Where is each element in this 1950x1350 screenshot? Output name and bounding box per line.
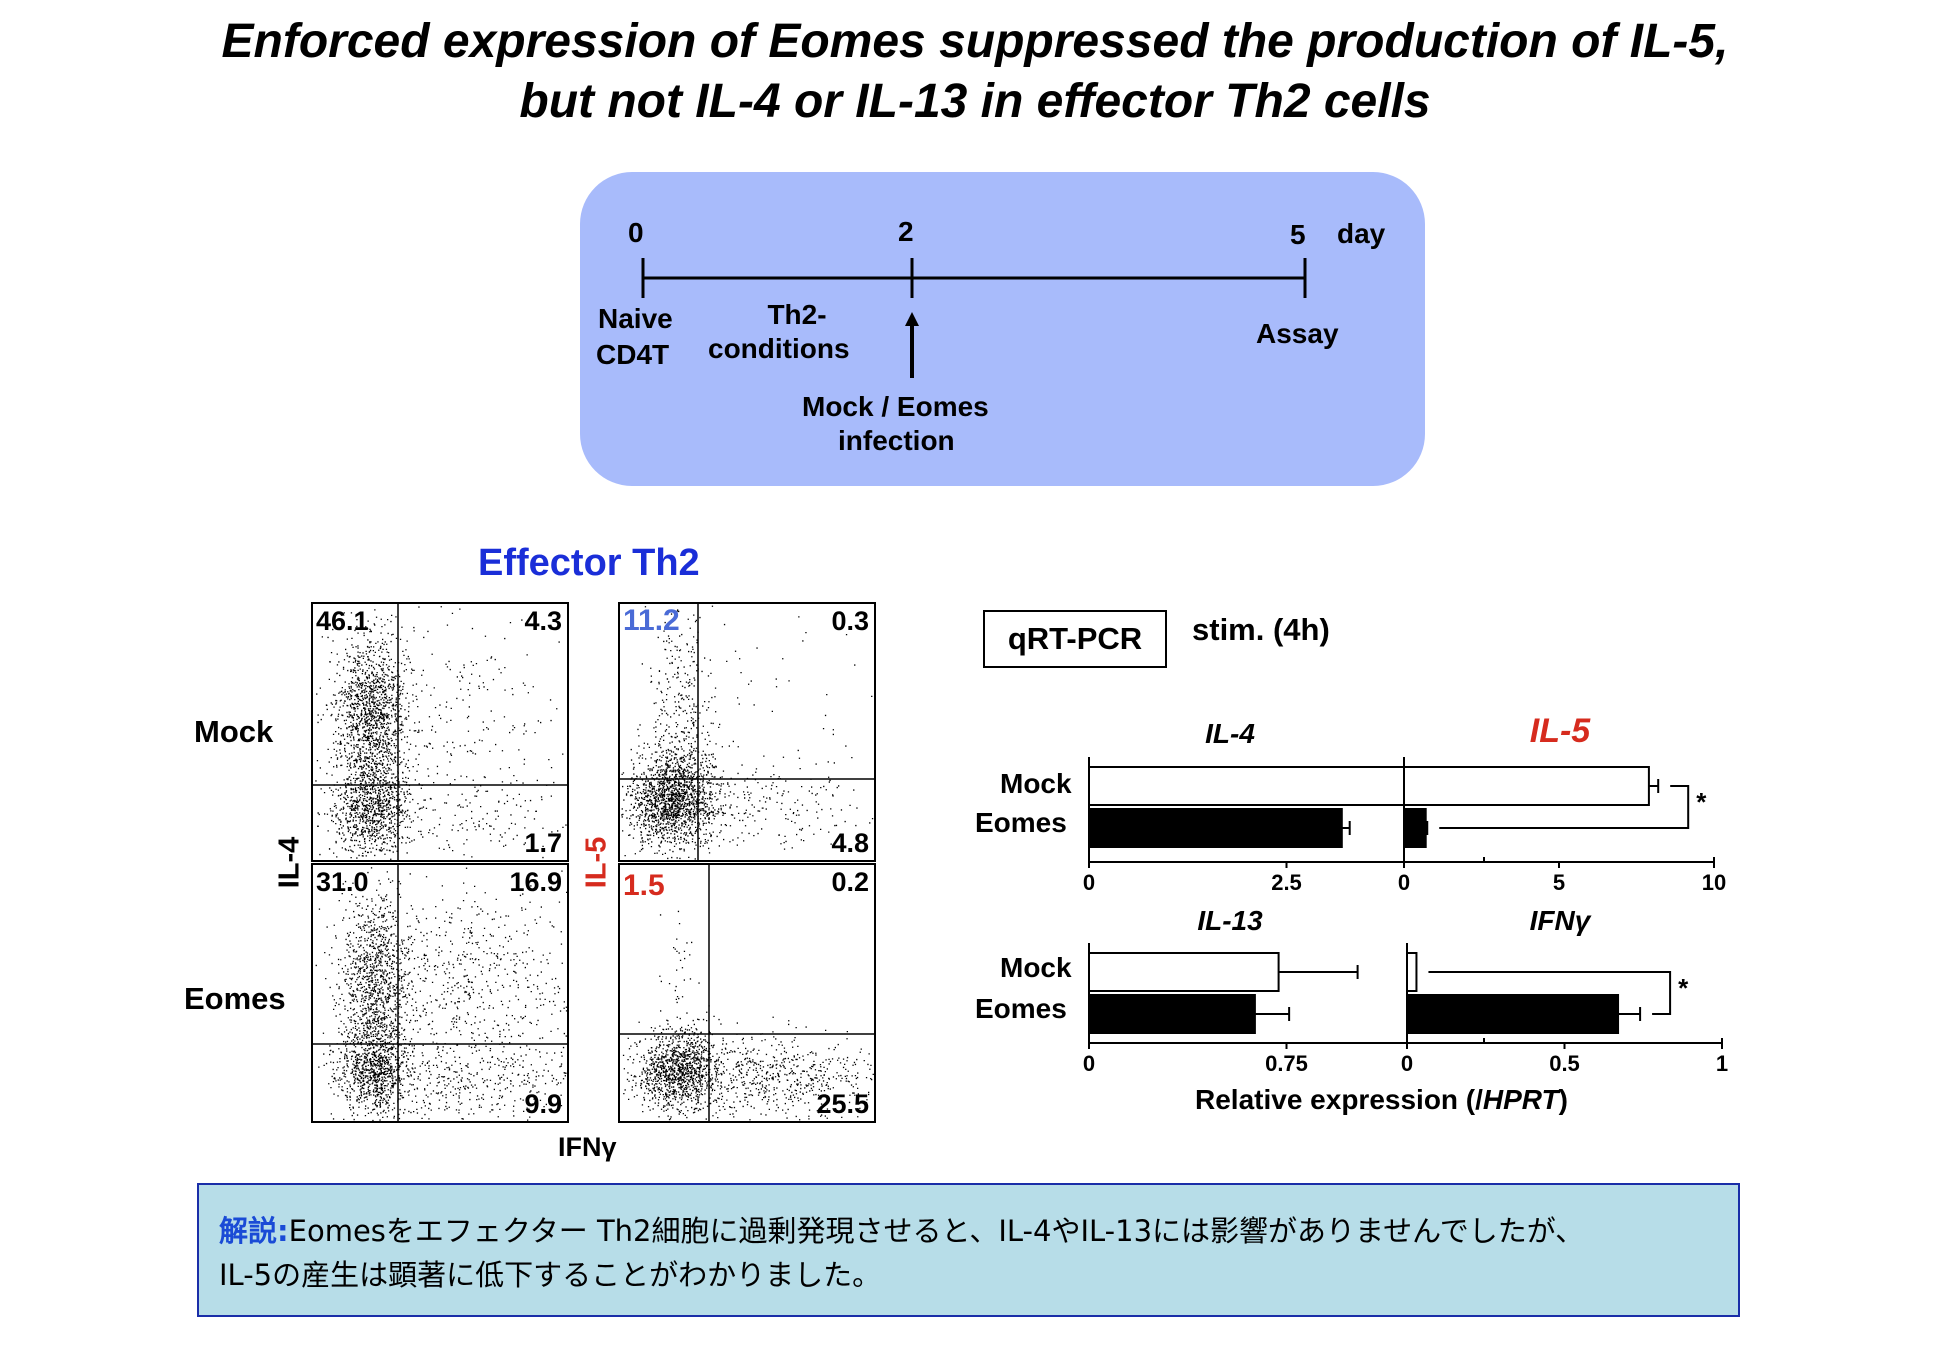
quadrant-ur: 4.3 (524, 606, 562, 636)
chart-title-il4: IL-4 (1205, 718, 1255, 749)
bar-row-label-mock-bottom: Mock (1000, 952, 1072, 983)
bar-mock (1406, 952, 1418, 992)
note-separator: : (277, 1214, 289, 1248)
timeline-day5: 5 (1290, 219, 1306, 250)
quadrant-lr: 4.8 (831, 828, 869, 858)
chart-title-il5: IL-5 (1529, 712, 1591, 750)
note-line-1: 解説:Eomesをエフェクター Th2細胞に過剰発現させると、IL-4やIL-1… (219, 1209, 1718, 1253)
timeline-start-label-2: CD4T (596, 339, 670, 370)
flow-panel-eomes-il4: 31.0 16.9 9.9 (311, 863, 569, 1123)
significance-bracket (1439, 785, 1690, 829)
explanation-note: 解説:Eomesをエフェクター Th2細胞に過剰発現させると、IL-4やIL-1… (197, 1183, 1740, 1317)
slide-title-line-1: Enforced expression of Eomes suppressed … (221, 15, 1729, 68)
infection-arrow-head (905, 312, 919, 326)
bar-mock (1088, 766, 1406, 806)
tick-label: 0.75 (1265, 1051, 1308, 1076)
tick-label: 0 (1400, 1051, 1414, 1076)
tick-label: 10 (1701, 870, 1727, 895)
timeline-axis (641, 258, 1307, 378)
quadrant-ur: 16.9 (509, 867, 562, 897)
chart-title-il13: IL-13 (1197, 905, 1263, 936)
flow-panel-eomes-il5: 1.5 0.2 25.5 (618, 863, 876, 1123)
flow-row-label-eomes: Eomes (184, 981, 286, 1016)
flow-x-axis-label: IFNγ (558, 1132, 617, 1162)
xlabel-gene: HPRT (1482, 1084, 1559, 1115)
tick-label: 0 (1082, 1051, 1096, 1076)
timeline-panel: 0 2 5 day Naive CD4T Th2- conditions Moc… (580, 172, 1425, 486)
significance-bracket (1428, 971, 1672, 1015)
quadrant-lr: 9.9 (524, 1089, 562, 1119)
timeline-infection-label-1: Mock / Eomes (802, 391, 989, 422)
chart-title-ifng: IFNγ (1529, 905, 1591, 936)
scatter-mock-il5 (621, 605, 874, 860)
quadrant-ur: 0.3 (831, 606, 869, 636)
quadrant-ur: 0.2 (831, 867, 869, 897)
slide-title-line-2: but not IL-4 or IL-13 in effector Th2 ce… (519, 75, 1431, 128)
bar-row-label-mock-top: Mock (1000, 768, 1072, 799)
bar-eomes (1406, 994, 1620, 1034)
significance-star: * (1678, 973, 1689, 1003)
bar-mock (1403, 766, 1650, 806)
note-label: 解説 (219, 1214, 278, 1248)
gate-lines (313, 604, 567, 860)
bar-mock (1088, 952, 1280, 992)
quadrant-lr: 1.7 (524, 828, 562, 858)
significance-star: * (1696, 787, 1707, 817)
quadrant-lr: 25.5 (816, 1089, 869, 1119)
tick-label: 0 (1397, 870, 1411, 895)
note-text-1: Eomesをエフェクター Th2細胞に過剰発現させると、IL-4やIL-13には… (288, 1214, 1585, 1248)
tick-label: 0 (1082, 870, 1096, 895)
bar-row-label-eomes-bottom: Eomes (975, 993, 1067, 1024)
timeline-infection-label-2: infection (838, 425, 955, 456)
flow-panel-mock-il5: 11.2 0.3 4.8 (618, 602, 876, 862)
quadrant-ul: 46.1 (316, 606, 369, 636)
tick-label: 2.5 (1271, 870, 1302, 895)
quadrant-ul: 31.0 (316, 867, 369, 897)
timeline-start-label-1: Naive (598, 303, 673, 334)
quadrant-ul: 11.2 (623, 604, 680, 637)
gate-lines (620, 865, 874, 1121)
scatter-eomes-il4 (315, 867, 567, 1121)
qpcr-label-box: qRT-PCR (983, 610, 1167, 668)
bar-eomes (1403, 808, 1427, 848)
xlabel-prefix: Relative expression (/ (1195, 1084, 1483, 1115)
tick-label: 5 (1552, 870, 1566, 895)
quadrant-ul: 1.5 (623, 869, 665, 902)
gate-lines (620, 604, 874, 860)
scatter-dots (323, 1008, 431, 1121)
bar-row-label-eomes-top: Eomes (975, 807, 1067, 838)
flow-row-label-mock: Mock (194, 714, 274, 749)
timeline-assay-label: Assay (1256, 318, 1339, 349)
gate-lines (313, 865, 567, 1121)
timeline-conditions-label-2: conditions (708, 333, 850, 364)
flow-section-title: Effector Th2 (478, 542, 700, 584)
xlabel-suffix: ) (1558, 1084, 1568, 1115)
timeline-day-unit: day (1337, 218, 1386, 249)
scatter-mock-il4 (315, 606, 567, 860)
flow-panel-mock-il4: 46.1 4.3 1.7 (311, 602, 569, 862)
timeline-conditions-label-1: Th2- (767, 299, 827, 330)
scatter-dots (315, 867, 443, 1117)
bar-eomes (1088, 808, 1343, 848)
scatter-dots (316, 606, 439, 852)
tick-label: 0.5 (1549, 1051, 1580, 1076)
note-line-2: IL-5の産生は顕著に低下することがわかりました。 (219, 1258, 882, 1292)
qpcr-x-axis-label: Relative expression (/HPRT) (1090, 1084, 1795, 1116)
stim-label: stim. (4h) (1192, 612, 1330, 647)
timeline-day2: 2 (898, 216, 914, 247)
timeline-day0: 0 (628, 217, 644, 248)
scatter-dots (639, 605, 723, 860)
tick-label: 1 (1715, 1051, 1729, 1076)
bar-eomes (1088, 994, 1256, 1034)
